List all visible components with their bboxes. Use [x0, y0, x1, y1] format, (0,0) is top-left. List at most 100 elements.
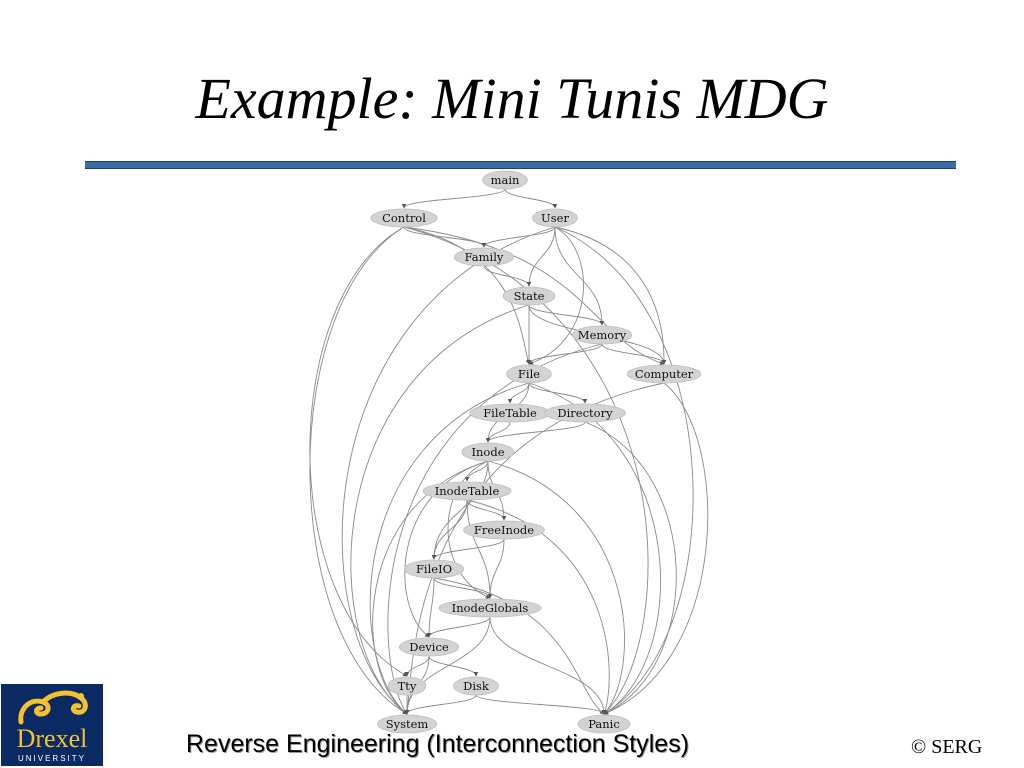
edge-memory-file [526, 343, 603, 365]
node-label: InodeGlobals [452, 601, 529, 615]
edge-inodeglobals-panic [489, 616, 607, 715]
title-rule [85, 161, 956, 169]
node-shape [544, 403, 626, 423]
node-label: System [386, 717, 429, 731]
edge-inodetable-inodeglobals [466, 499, 493, 599]
node-label: Panic [588, 717, 620, 731]
slide-title: Example: Mini Tunis MDG [195, 66, 829, 131]
node-label: InodeTable [435, 484, 500, 498]
edge-user-family [481, 226, 556, 248]
node-inodetable: InodeTable [422, 481, 512, 501]
copyright: © SERG [911, 736, 983, 758]
node-shape [532, 208, 578, 228]
edge-control-tty [309, 226, 408, 677]
node-label: State [514, 289, 545, 303]
node-directory: Directory [544, 403, 626, 423]
node-label: Directory [557, 406, 613, 420]
node-tty: Tty [387, 676, 427, 696]
edge-main-user [504, 188, 558, 209]
node-shape [463, 520, 545, 540]
edge-file-filetable [507, 382, 530, 404]
node-user: User [532, 208, 578, 228]
edge-user-memory [554, 226, 605, 326]
edge-state-system [350, 304, 530, 715]
node-label: Control [382, 211, 426, 225]
edge-family-state [483, 265, 532, 287]
node-shape [506, 364, 552, 384]
node-shape [502, 286, 556, 306]
edge-control-system [309, 226, 408, 715]
node-main: main [482, 170, 528, 190]
node-shape [387, 676, 427, 696]
node-memory: Memory [571, 325, 632, 345]
footer-text: Reverse Engineering (Interconnection Sty… [186, 730, 690, 758]
edge-inodeglobals-device [426, 616, 491, 638]
logo-wordmark: Drexel [16, 724, 88, 753]
edge-fileio-inodeglobals [433, 577, 493, 599]
node-system: System [377, 714, 438, 734]
edge-freeinode-inodeglobals [487, 538, 505, 599]
node-label: File [518, 367, 540, 381]
edge-main-control [401, 188, 506, 209]
node-shape [453, 247, 514, 267]
edge-disk-panic [475, 694, 607, 715]
node-filetable: FileTable [469, 403, 551, 423]
node-freeinode: FreeInode [463, 520, 545, 540]
edge-user-state [526, 226, 556, 287]
node-label: FileIO [416, 562, 452, 576]
node-label: Inode [471, 445, 504, 459]
edge-inode-panic [487, 460, 625, 715]
node-panic: Panic [577, 714, 631, 734]
node-label: main [491, 173, 520, 187]
node-shape [399, 637, 460, 657]
edge-inodetable-fileio [431, 499, 468, 560]
node-file: File [506, 364, 552, 384]
node-shape [453, 676, 499, 696]
node-label: FreeInode [474, 523, 534, 537]
edge-control-panic [403, 226, 649, 715]
node-shape [438, 598, 542, 618]
logo-subtitle: UNIVERSITY [17, 754, 86, 763]
edge-user-computer [554, 226, 667, 365]
drexel-logo: Drexel UNIVERSITY [1, 684, 103, 766]
node-device: Device [399, 637, 460, 657]
node-inodeglobals: InodeGlobals [438, 598, 542, 618]
node-shape [577, 714, 631, 734]
edge-file-system [369, 382, 530, 715]
node-shape [370, 208, 438, 228]
node-label: Device [409, 640, 449, 654]
node-shape [403, 559, 464, 579]
node-shape [571, 325, 632, 345]
node-label: Disk [463, 679, 490, 693]
edge-directory-inode [485, 421, 586, 443]
node-label: Computer [635, 367, 694, 381]
edge-fileio-panic [433, 577, 605, 715]
node-fileio: FileIO [403, 559, 464, 579]
node-label: Tty [398, 679, 417, 693]
node-inode: Inode [461, 442, 515, 462]
edge-directory-panic [584, 421, 677, 715]
edge-user-system [341, 226, 556, 715]
node-disk: Disk [453, 676, 499, 696]
node-label: Family [465, 250, 504, 264]
node-state: State [502, 286, 556, 306]
edge-disk-system [404, 694, 477, 715]
edge-inode-fileio [431, 460, 489, 560]
edge-file-panic [528, 382, 661, 715]
node-shape [377, 714, 438, 734]
edge-freeinode-fileio [431, 538, 505, 560]
edge-inode-device [404, 460, 489, 638]
edge-user-file [528, 226, 584, 365]
edge-control-computer [403, 226, 665, 365]
edge-device-tty [404, 655, 430, 677]
node-shape [422, 481, 512, 501]
node-computer: Computer [626, 364, 702, 384]
edge-user-panic [554, 226, 694, 715]
edge-inode-inodetable [464, 460, 489, 482]
edge-control-family [403, 226, 487, 248]
edge-device-disk [428, 655, 479, 677]
edge-fileio-device [426, 577, 435, 638]
